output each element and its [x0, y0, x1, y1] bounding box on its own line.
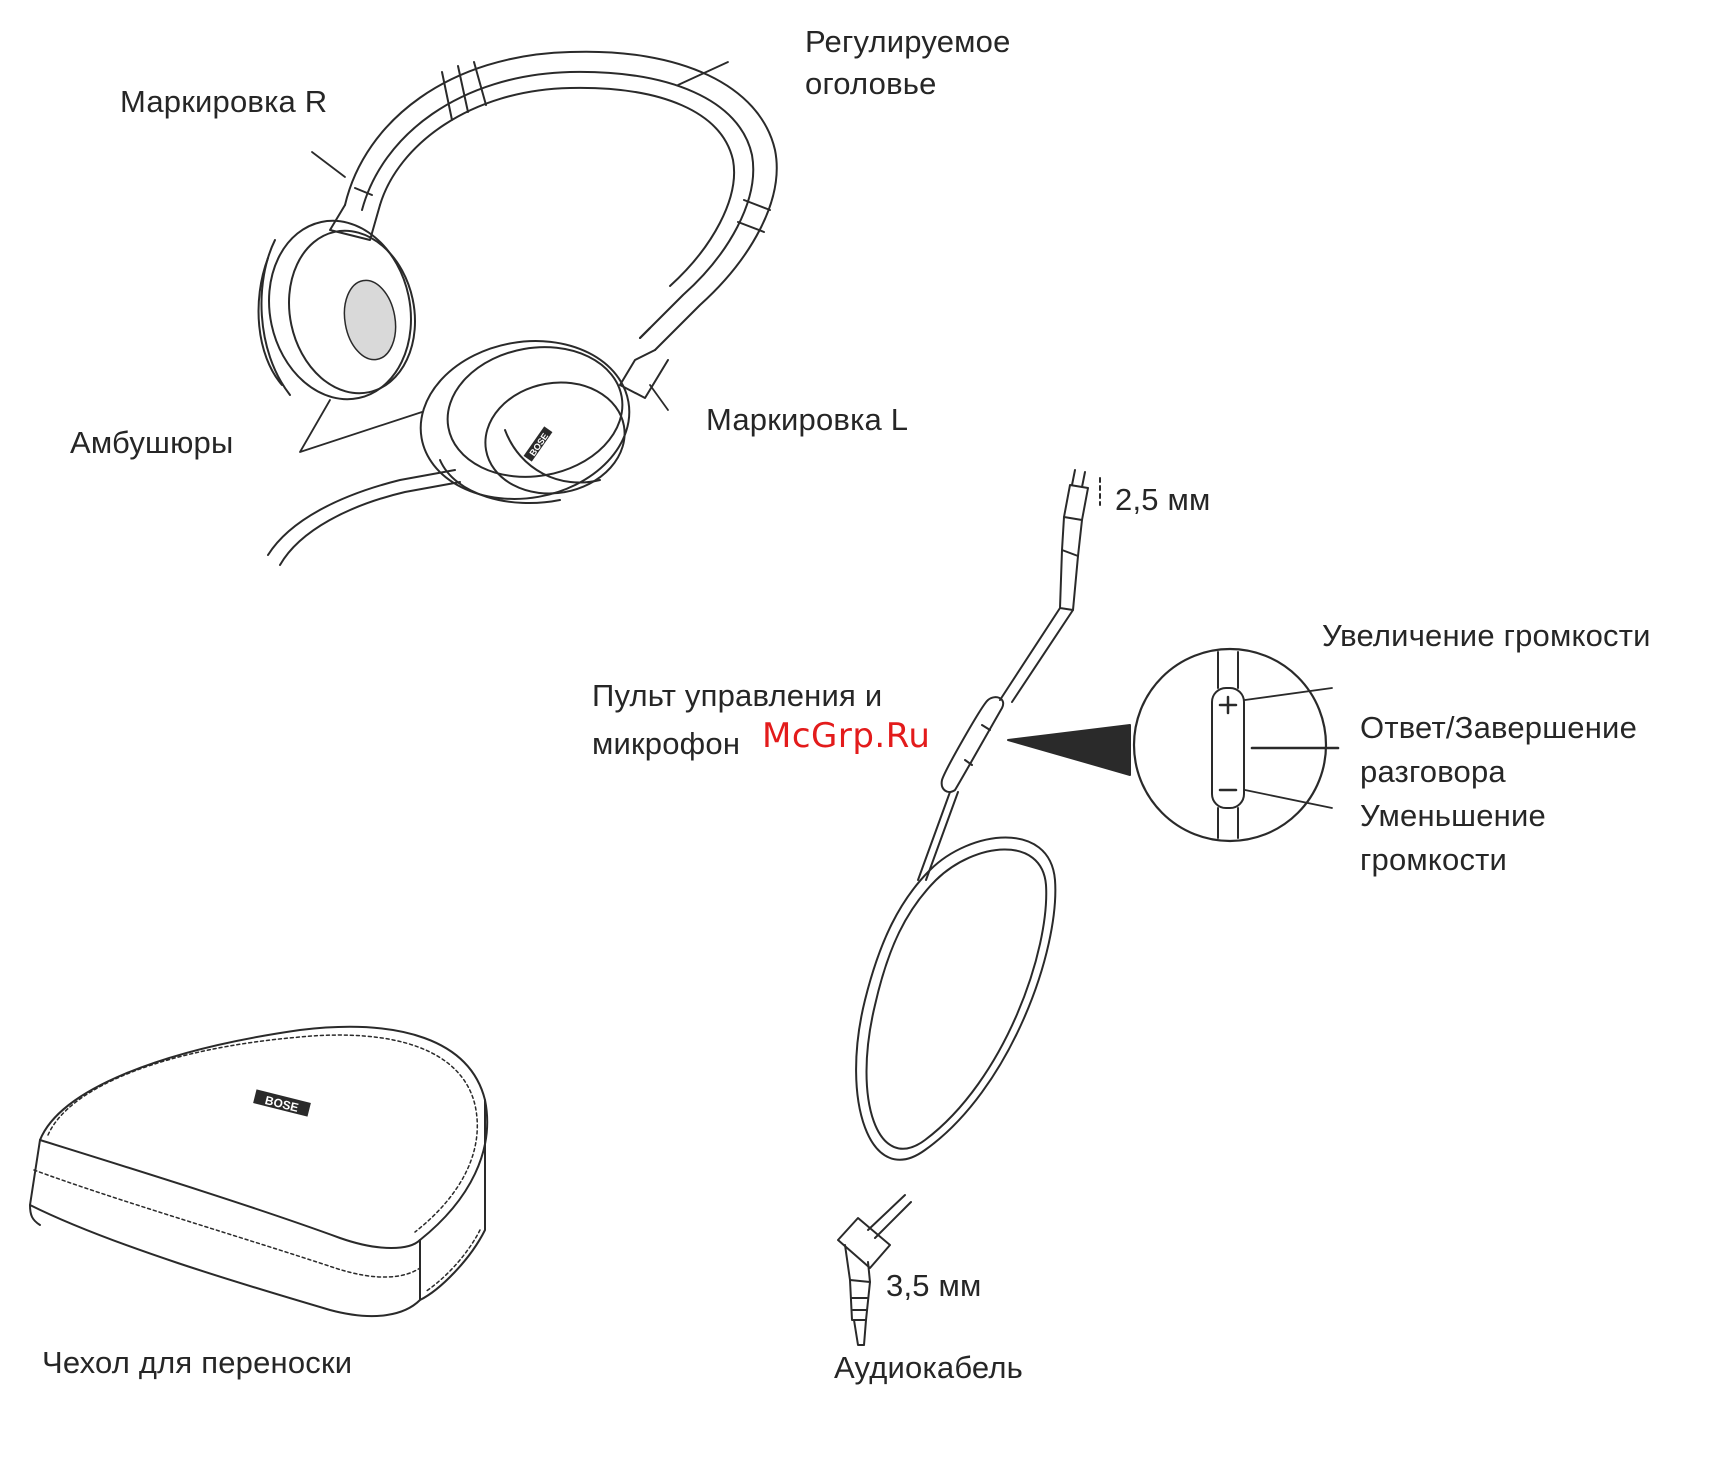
label-headband-line2: оголовье	[805, 66, 937, 102]
label-plug-2-5mm: 2,5 мм	[1115, 482, 1211, 518]
label-audio-cable: Аудиокабель	[834, 1350, 1023, 1386]
audio-cable-illustration	[838, 470, 1338, 1345]
watermark: McGrp.Ru	[762, 716, 930, 756]
svg-text:BOSE: BOSE	[264, 1093, 300, 1115]
label-plug-3-5mm: 3,5 мм	[886, 1268, 982, 1304]
label-volume-down-line1: Уменьшение	[1360, 798, 1546, 834]
label-carry-case: Чехол для переноски	[42, 1345, 352, 1381]
label-marking-l: Маркировка L	[706, 402, 908, 438]
label-answer-line2: разговора	[1360, 754, 1506, 790]
label-ear-cushions: Амбушюры	[70, 425, 233, 461]
left-earcup: BOSE	[408, 325, 642, 515]
label-volume-up: Увеличение громкости	[1322, 618, 1651, 654]
label-remote-line1: Пульт управления и	[592, 678, 882, 714]
label-headband-line1: Регулируемое	[805, 24, 1011, 60]
label-marking-r: Маркировка R	[120, 84, 327, 120]
label-volume-down-line2: громкости	[1360, 842, 1507, 878]
label-answer-line1: Ответ/Завершение	[1360, 710, 1637, 746]
carry-case-illustration: BOSE	[30, 1027, 487, 1316]
headphones-illustration: BOSE	[253, 52, 777, 565]
svg-text:BOSE: BOSE	[527, 431, 550, 458]
label-remote-line2: микрофон	[592, 726, 740, 762]
right-earcup	[253, 207, 430, 412]
